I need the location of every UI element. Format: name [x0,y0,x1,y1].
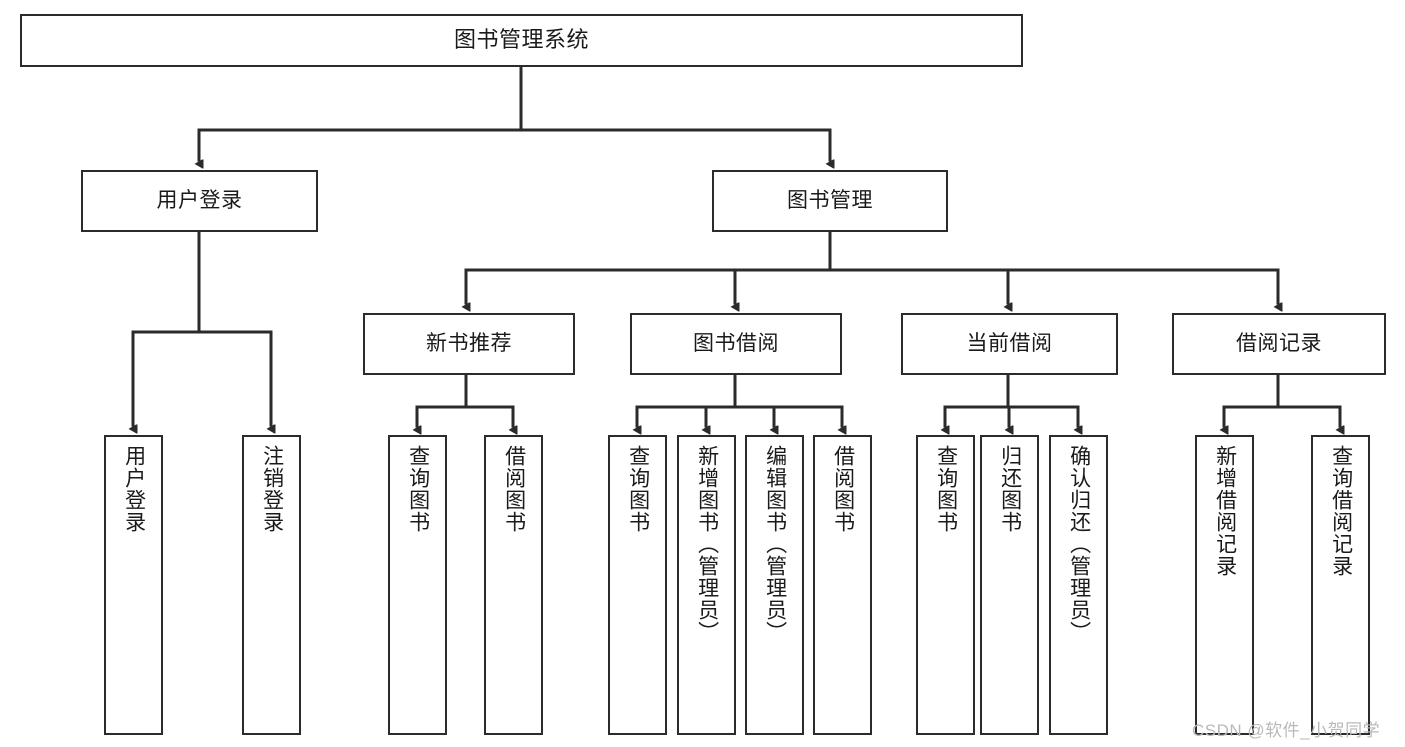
node-book-management[interactable]: 图书管理 [712,170,948,232]
node-label: 归还图书 [998,445,1022,533]
node-label: 图书管理系统 [453,27,589,53]
leaf-records-query-record[interactable]: 查询借阅记录 [1311,435,1370,735]
node-label: 图书管理 [787,189,873,213]
node-label: 新书推荐 [426,332,512,356]
node-label: 借阅图书 [502,445,526,533]
node-label: 借阅记录 [1236,332,1322,356]
node-label: 新增图书（管理员） [695,445,719,643]
leaf-newbook-borrow-books[interactable]: 借阅图书 [484,435,543,735]
node-root-book-management-system[interactable]: 图书管理系统 [20,14,1023,67]
node-label: 新增借阅记录 [1213,445,1237,577]
leaf-borrow-query-books[interactable]: 查询图书 [608,435,667,735]
leaf-borrow-edit-book-admin[interactable]: 编辑图书（管理员） [745,435,804,735]
leaf-borrow-add-book-admin[interactable]: 新增图书（管理员） [677,435,736,735]
node-label: 查询图书 [626,445,650,533]
leaf-current-confirm-return-admin[interactable]: 确认归还（管理员） [1049,435,1108,735]
leaf-user-logout[interactable]: 注销登录 [242,435,301,735]
node-label: 当前借阅 [966,332,1053,356]
node-label: 图书借阅 [693,332,779,356]
csdn-watermark: CSDN @软件_小贺同学 [1192,721,1381,740]
node-label: 注销登录 [260,445,284,533]
node-book-borrowing[interactable]: 图书借阅 [630,313,842,375]
node-label: 用户登录 [156,189,243,213]
node-label: 借阅图书 [831,445,855,533]
node-label: 查询图书 [406,445,430,533]
node-borrowing-records[interactable]: 借阅记录 [1172,313,1386,375]
leaf-records-add-record[interactable]: 新增借阅记录 [1195,435,1254,735]
leaf-borrow-lend-book[interactable]: 借阅图书 [813,435,872,735]
node-label: 查询借阅记录 [1329,445,1353,577]
node-label: 用户登录 [122,445,146,533]
node-current-borrowing[interactable]: 当前借阅 [901,313,1118,375]
leaf-current-return-books[interactable]: 归还图书 [980,435,1039,735]
node-label: 确认归还（管理员） [1067,445,1091,643]
node-user-login[interactable]: 用户登录 [81,170,318,232]
leaf-user-login[interactable]: 用户登录 [104,435,163,735]
node-label: 编辑图书（管理员） [763,445,787,643]
node-label: 查询图书 [934,445,958,533]
node-new-book-recommendation[interactable]: 新书推荐 [363,313,575,375]
leaf-newbook-query-books[interactable]: 查询图书 [388,435,447,735]
leaf-current-query-books[interactable]: 查询图书 [916,435,975,735]
